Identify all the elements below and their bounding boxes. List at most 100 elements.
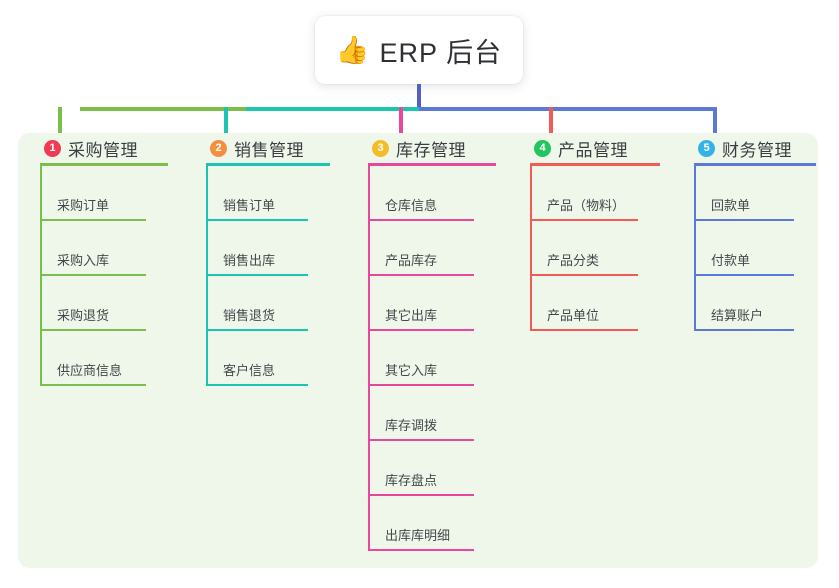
branch-item[interactable]: 客户信息 (206, 331, 330, 386)
branch-item-label: 其它出库 (385, 308, 438, 323)
branch-title-2: 销售管理 (234, 140, 304, 160)
branch-column-4[interactable]: 4 产品管理产品（物料） 产品分类产品单位 (530, 133, 660, 331)
branch-header-3[interactable]: 3 库存管理 (368, 133, 496, 163)
branch-item[interactable]: 其它出库 (368, 276, 496, 331)
branch-header-2[interactable]: 2 销售管理 (206, 133, 330, 163)
branch-item-underline (368, 494, 474, 496)
branch-item-underline (206, 274, 308, 276)
branch-item-underline (368, 219, 474, 221)
branch-items-3: 仓库信息产品库存其它出库其它入库库存调拨库存盘点出库库明细 (368, 166, 496, 551)
branch-item[interactable]: 付款单 (694, 221, 816, 276)
branch-spine-4 (530, 166, 532, 331)
branch-item-underline (530, 274, 638, 276)
branch-item-label: 供应商信息 (57, 363, 123, 378)
branch-item[interactable]: 回款单 (694, 166, 816, 221)
branch-item-underline (368, 549, 474, 551)
branch-items-1: 采购订单采购入库采购退货供应商信息 (40, 166, 168, 386)
branch-item-label: 付款单 (711, 253, 751, 268)
branch-item-underline (40, 219, 146, 221)
branch-items-5: 回款单付款单结算账户 (694, 166, 816, 331)
branch-underline-5 (694, 163, 816, 166)
branch-header-1[interactable]: 1 采购管理 (40, 133, 168, 163)
branch-item-label: 客户信息 (223, 363, 276, 378)
branch-title-3: 库存管理 (396, 140, 466, 160)
connector-drop-3 (399, 107, 403, 145)
branch-item-underline (206, 219, 308, 221)
branch-item-label: 采购退货 (57, 308, 110, 323)
branch-underline-2 (206, 163, 330, 166)
branch-item[interactable]: 采购退货 (40, 276, 168, 331)
branch-item-label: 采购入库 (57, 253, 110, 268)
branch-item[interactable]: 产品分类 (530, 221, 660, 276)
branch-item-underline (40, 274, 146, 276)
branch-item-label: 回款单 (711, 198, 751, 213)
branch-items-4: 产品（物料） 产品分类产品单位 (530, 166, 660, 331)
branch-item-underline (368, 329, 474, 331)
connector-drop-4 (549, 107, 553, 145)
branch-item[interactable]: 采购入库 (40, 221, 168, 276)
branch-item-label: 产品单位 (547, 308, 600, 323)
branch-title-4: 产品管理 (558, 140, 628, 160)
branch-column-2[interactable]: 2 销售管理销售订单销售出库销售退货客户信息 (206, 133, 330, 386)
branch-item[interactable]: 结算账户 (694, 276, 816, 331)
branch-header-4[interactable]: 4 产品管理 (530, 133, 660, 163)
branch-item-label: 产品分类 (547, 253, 600, 268)
connector-drop-1 (58, 107, 62, 145)
branch-item[interactable]: 库存盘点 (368, 441, 496, 496)
branch-item[interactable]: 库存调拨 (368, 386, 496, 441)
branch-badge-1: 1 (44, 139, 61, 157)
branch-item-underline (530, 219, 638, 221)
branch-item-underline (368, 439, 474, 441)
branch-badge-3: 3 (372, 139, 389, 157)
branch-item-underline (206, 384, 308, 386)
branch-spine-2 (206, 166, 208, 386)
branch-item[interactable]: 仓库信息 (368, 166, 496, 221)
connector-segment-3 (419, 107, 715, 111)
branch-badge-2: 2 (210, 139, 227, 157)
branch-spine-5 (694, 166, 696, 331)
branch-column-1[interactable]: 1 采购管理采购订单采购入库采购退货供应商信息 (40, 133, 168, 386)
branch-item[interactable]: 产品库存 (368, 221, 496, 276)
thumbs-up-icon: 👍 (335, 34, 370, 65)
branch-item-underline (530, 329, 638, 331)
branch-column-3[interactable]: 3 库存管理仓库信息产品库存其它出库其它入库库存调拨库存盘点出库库明细 (368, 133, 496, 551)
branch-item-underline (694, 274, 794, 276)
branch-title-1: 采购管理 (68, 140, 138, 160)
branch-item[interactable]: 销售出库 (206, 221, 330, 276)
branch-item-underline (206, 329, 308, 331)
branch-item[interactable]: 供应商信息 (40, 331, 168, 386)
branch-item[interactable]: 采购订单 (40, 166, 168, 221)
branch-item[interactable]: 销售退货 (206, 276, 330, 331)
branch-item-underline (368, 384, 474, 386)
branch-underline-4 (530, 163, 660, 166)
connector-drop-5 (713, 107, 717, 145)
branch-item-underline (40, 329, 146, 331)
branch-item-label: 其它入库 (385, 363, 438, 378)
branch-item-underline (368, 274, 474, 276)
branch-item-label: 结算账户 (711, 308, 764, 323)
branches-panel: 1 采购管理采购订单采购入库采购退货供应商信息 2 销售管理销售订单销售出库销售退货客… (18, 133, 818, 568)
branch-title-5: 财务管理 (722, 140, 792, 160)
branch-item-label: 产品（物料） (547, 198, 626, 213)
branch-item[interactable]: 产品单位 (530, 276, 660, 331)
branch-item[interactable]: 出库库明细 (368, 496, 496, 551)
branch-item-label: 销售退货 (223, 308, 276, 323)
trunk-connector (417, 84, 421, 108)
branch-item-underline (694, 219, 794, 221)
branch-item-label: 产品库存 (385, 253, 438, 268)
connector-segment-1 (80, 107, 246, 111)
branch-item-label: 出库库明细 (385, 528, 451, 543)
connector-drop-2 (224, 107, 228, 145)
branch-item-label: 采购订单 (57, 198, 110, 213)
root-node[interactable]: 👍 ERP 后台 (315, 16, 523, 84)
branch-item[interactable]: 其它入库 (368, 331, 496, 386)
branch-badge-4: 4 (534, 139, 551, 157)
branch-item[interactable]: 销售订单 (206, 166, 330, 221)
branch-item-label: 库存调拨 (385, 418, 438, 433)
connector-segment-2 (246, 107, 419, 111)
branch-item-label: 销售出库 (223, 253, 276, 268)
branch-item[interactable]: 产品（物料） (530, 166, 660, 221)
